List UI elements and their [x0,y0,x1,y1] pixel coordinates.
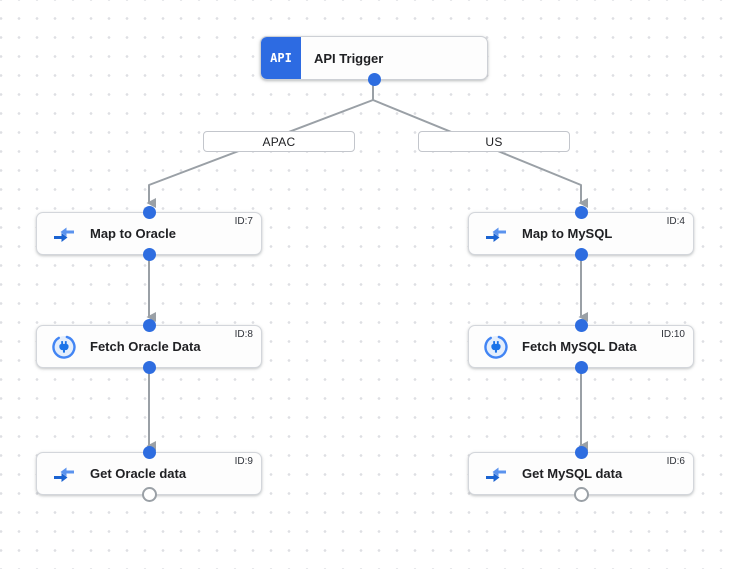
node-fetch-mysql-data[interactable]: Fetch MySQL Data ID:10 [468,319,694,374]
data-mapping-icon [484,222,508,246]
output-port[interactable] [574,248,588,261]
input-port[interactable] [574,319,588,332]
trigger-label: API Trigger [314,50,384,66]
node-label: Map to Oracle [90,226,176,241]
connector-icon [52,335,76,359]
branch-label-text: US [485,134,503,149]
data-mapping-icon [484,462,508,486]
node-get-mysql-data[interactable]: Get MySQL data ID:6 [468,446,694,502]
node-id-badge: ID:9 [234,456,253,467]
input-port[interactable] [142,319,156,332]
data-mapping-icon [52,222,76,246]
node-map-to-oracle[interactable]: Map to Oracle ID:7 [36,206,262,261]
node-id-badge: ID:4 [666,216,685,227]
node-id-badge: ID:6 [666,456,685,467]
output-port[interactable] [367,73,381,86]
output-port[interactable] [142,361,156,374]
input-port[interactable] [574,446,588,459]
output-port[interactable] [574,361,588,374]
branch-label-text: APAC [262,134,296,149]
node-id-badge: ID:8 [234,329,253,340]
api-trigger-icon: API [261,37,301,79]
node-api-trigger[interactable]: API API Trigger [260,36,488,86]
node-label: Get Oracle data [90,466,187,481]
output-port[interactable] [142,248,156,261]
node-fetch-oracle-data[interactable]: Fetch Oracle Data ID:8 [36,319,262,374]
node-label: Get MySQL data [522,466,623,481]
branch-label-apac[interactable]: APAC [203,131,355,152]
input-port[interactable] [142,206,156,219]
node-label: Fetch MySQL Data [522,339,637,354]
node-label: Fetch Oracle Data [90,339,201,354]
add-edge-port[interactable] [573,487,589,502]
add-edge-port[interactable] [141,487,157,502]
node-id-badge: ID:7 [234,216,253,227]
api-icon-text: API [270,51,292,65]
node-id-badge: ID:10 [661,329,685,340]
connector-icon [484,335,508,359]
node-label: Map to MySQL [522,226,613,241]
input-port[interactable] [142,446,156,459]
branch-label-us[interactable]: US [418,131,570,152]
node-map-to-mysql[interactable]: Map to MySQL ID:4 [468,206,694,261]
input-port[interactable] [574,206,588,219]
node-get-oracle-data[interactable]: Get Oracle data ID:9 [36,446,262,502]
data-mapping-icon [52,462,76,486]
